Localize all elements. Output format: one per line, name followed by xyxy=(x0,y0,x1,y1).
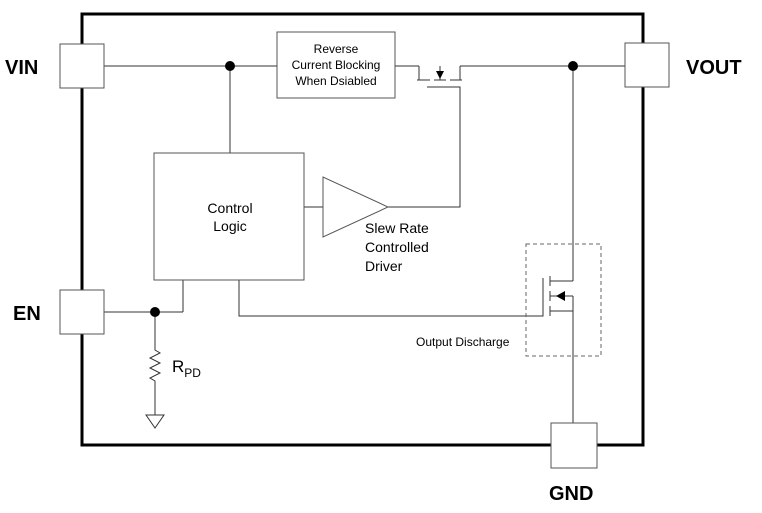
vout-pad xyxy=(624,42,670,88)
output-discharge-box xyxy=(525,243,602,357)
reverse-blocking-line-3: When Dsiabled xyxy=(295,74,376,88)
en-pad xyxy=(59,289,105,335)
output-discharge-label: Output Discharge xyxy=(416,335,510,349)
vout-label: VOUT xyxy=(686,57,742,79)
vin-junction-dot xyxy=(225,61,235,71)
reverse-blocking-box xyxy=(276,31,396,99)
ground-symbol xyxy=(145,414,165,429)
control-logic-box xyxy=(153,152,305,281)
driver-line-1: Slew Rate xyxy=(365,220,429,236)
pulldown-resistor xyxy=(148,345,162,415)
vin-label: VIN xyxy=(5,57,38,79)
gnd-pad xyxy=(550,422,598,469)
resistor-label-sub: PD xyxy=(184,366,201,380)
control-logic-line-1: Control xyxy=(207,200,252,216)
en-junction-dot xyxy=(150,307,160,317)
en-label: EN xyxy=(13,303,41,325)
reverse-blocking-line-1: Reverse xyxy=(314,42,359,56)
chip-outline xyxy=(80,12,645,447)
gnd-label: GND xyxy=(549,483,593,505)
driver-triangle xyxy=(322,176,390,238)
driver-line-2: Controlled xyxy=(365,239,429,255)
control-to-discharge-wire xyxy=(238,280,544,317)
reverse-blocking-line-2: Current Blocking xyxy=(292,58,381,72)
driver-to-gate-wire xyxy=(388,86,461,208)
driver-line-3: Driver xyxy=(365,258,403,274)
vout-junction-dot xyxy=(568,61,578,71)
control-logic-line-2: Logic xyxy=(213,218,246,234)
vin-pad xyxy=(59,43,105,89)
pass-mosfet-symbol xyxy=(417,66,462,88)
resistor-label: RPD xyxy=(172,357,201,380)
discharge-mosfet-symbol xyxy=(542,276,574,316)
resistor-label-main: R xyxy=(172,357,184,376)
